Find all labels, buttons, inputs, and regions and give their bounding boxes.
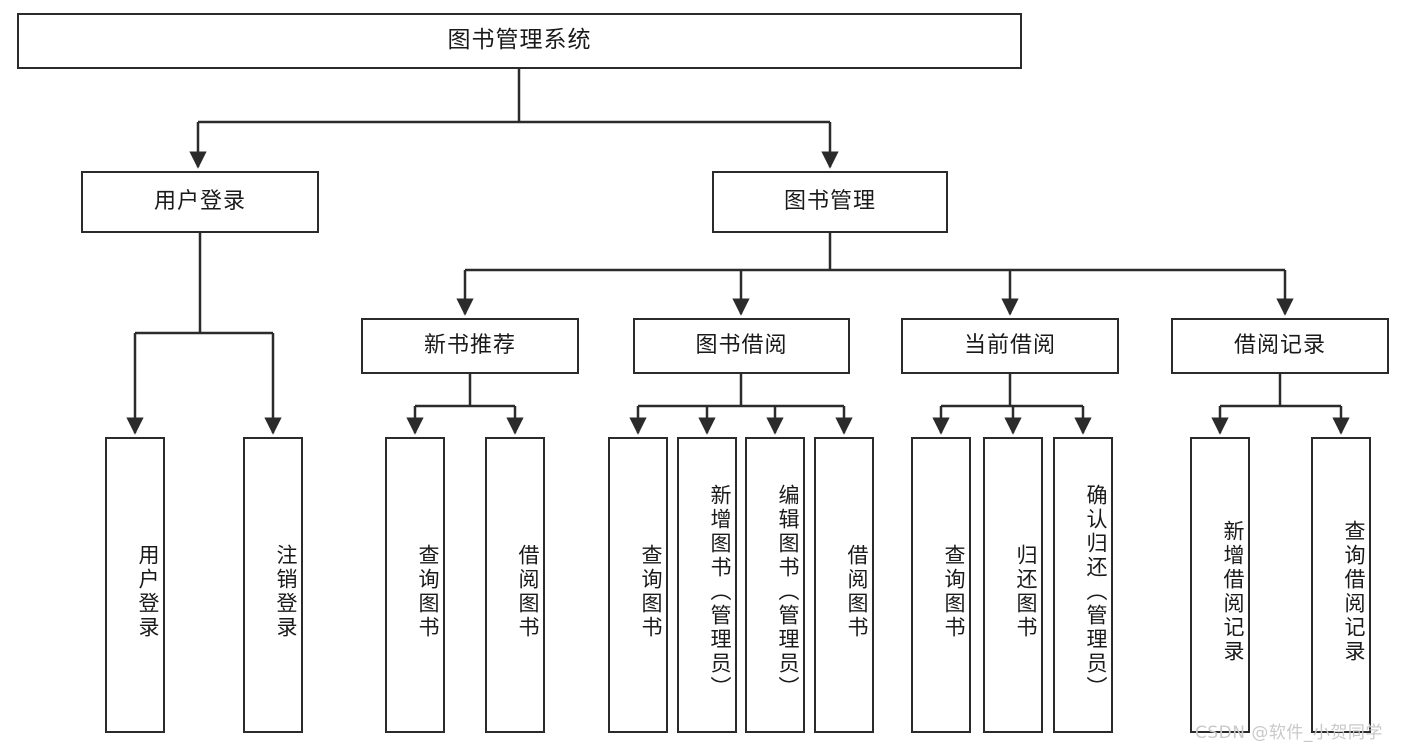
node-leaf-borrow-book-2[interactable]: 借阅图书: [814, 437, 874, 733]
node-leaf-user-login-label: 用户登录: [136, 544, 160, 640]
csdn-watermark: CSDN @软件_小贺同学: [1195, 723, 1383, 743]
node-leaf-add-record[interactable]: 新增借阅记录: [1190, 437, 1250, 733]
node-leaf-user-login[interactable]: 用户登录: [105, 437, 165, 733]
node-leaf-add-record-label: 新增借阅记录: [1221, 520, 1245, 664]
node-current-borrow-label: 当前借阅: [963, 332, 1056, 358]
node-leaf-confirm-return[interactable]: 确认归还（管理员）: [1053, 437, 1113, 733]
node-leaf-borrow-book-1[interactable]: 借阅图书: [485, 437, 545, 733]
node-leaf-return-book-label: 归还图书: [1014, 544, 1038, 640]
node-leaf-query-book-3[interactable]: 查询图书: [911, 437, 971, 733]
node-root[interactable]: 图书管理系统: [17, 13, 1022, 69]
node-leaf-confirm-return-label: 确认归还（管理员）: [1084, 484, 1108, 700]
node-leaf-return-book[interactable]: 归还图书: [983, 437, 1043, 733]
node-leaf-edit-book-label: 编辑图书（管理员）: [776, 484, 800, 700]
node-leaf-add-book-label: 新增图书（管理员）: [708, 484, 732, 700]
node-book-borrow[interactable]: 图书借阅: [633, 318, 850, 374]
node-leaf-query-book-1[interactable]: 查询图书: [385, 437, 445, 733]
node-leaf-query-book-2[interactable]: 查询图书: [608, 437, 668, 733]
node-user-login[interactable]: 用户登录: [81, 171, 319, 233]
node-borrow-record-label: 借阅记录: [1233, 332, 1326, 358]
node-book-borrow-label: 图书借阅: [695, 332, 788, 358]
node-leaf-query-book-1-label: 查询图书: [416, 544, 440, 640]
node-leaf-user-logout-label: 注销登录: [274, 544, 298, 640]
node-leaf-add-book[interactable]: 新增图书（管理员）: [677, 437, 737, 733]
node-leaf-query-record[interactable]: 查询借阅记录: [1311, 437, 1371, 733]
node-current-borrow[interactable]: 当前借阅: [901, 318, 1119, 374]
node-leaf-query-record-label: 查询借阅记录: [1342, 520, 1366, 664]
node-leaf-edit-book[interactable]: 编辑图书（管理员）: [745, 437, 805, 733]
node-leaf-user-logout[interactable]: 注销登录: [243, 437, 303, 733]
node-new-book-recommend[interactable]: 新书推荐: [361, 318, 579, 374]
node-root-label: 图书管理系统: [447, 27, 592, 54]
node-leaf-borrow-book-1-label: 借阅图书: [516, 544, 540, 640]
node-leaf-query-book-3-label: 查询图书: [942, 544, 966, 640]
node-leaf-borrow-book-2-label: 借阅图书: [845, 544, 869, 640]
node-leaf-query-book-2-label: 查询图书: [639, 544, 663, 640]
node-user-login-label: 用户登录: [153, 188, 246, 214]
node-new-book-recommend-label: 新书推荐: [423, 332, 516, 358]
node-book-manage[interactable]: 图书管理: [712, 171, 948, 233]
node-book-manage-label: 图书管理: [783, 188, 876, 214]
node-borrow-record[interactable]: 借阅记录: [1171, 318, 1389, 374]
